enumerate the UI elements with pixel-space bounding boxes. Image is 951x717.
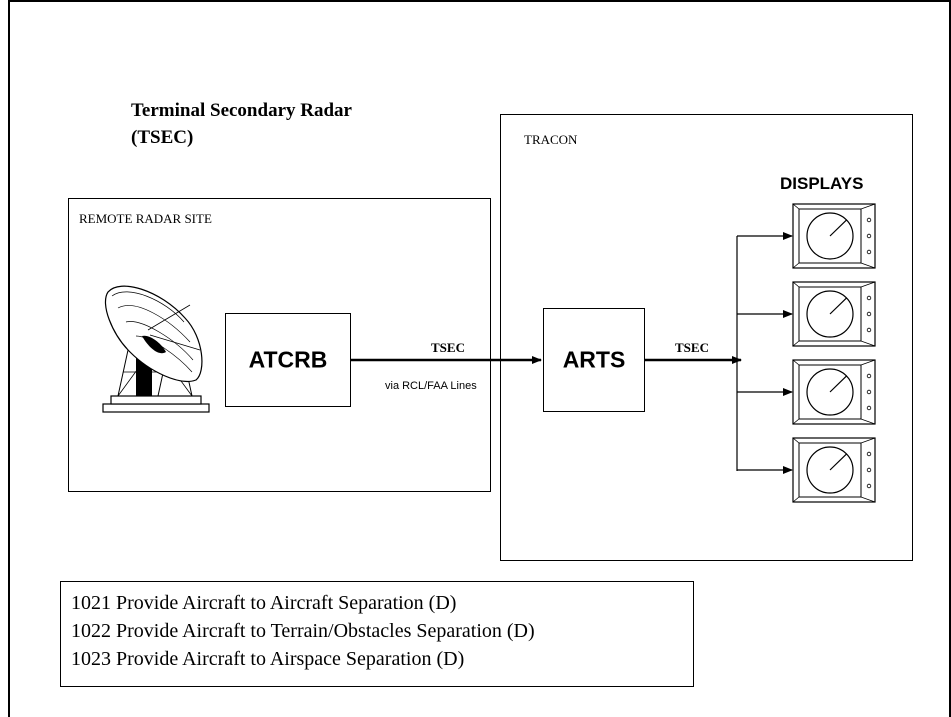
legend-item-1021: 1021 Provide Aircraft to Aircraft Separa… — [71, 589, 693, 617]
display-monitor-4 — [737, 438, 875, 502]
display-monitor-3 — [737, 360, 875, 424]
legend-item-1022: 1022 Provide Aircraft to Terrain/Obstacl… — [71, 617, 693, 645]
display-monitor-2 — [737, 282, 875, 346]
legend-box: 1021 Provide Aircraft to Aircraft Separa… — [60, 581, 694, 687]
radar-antenna-icon — [103, 286, 209, 412]
legend-item-1023: 1023 Provide Aircraft to Airspace Separa… — [71, 645, 693, 673]
display-monitor-1 — [737, 204, 875, 268]
displays-group — [737, 204, 875, 502]
